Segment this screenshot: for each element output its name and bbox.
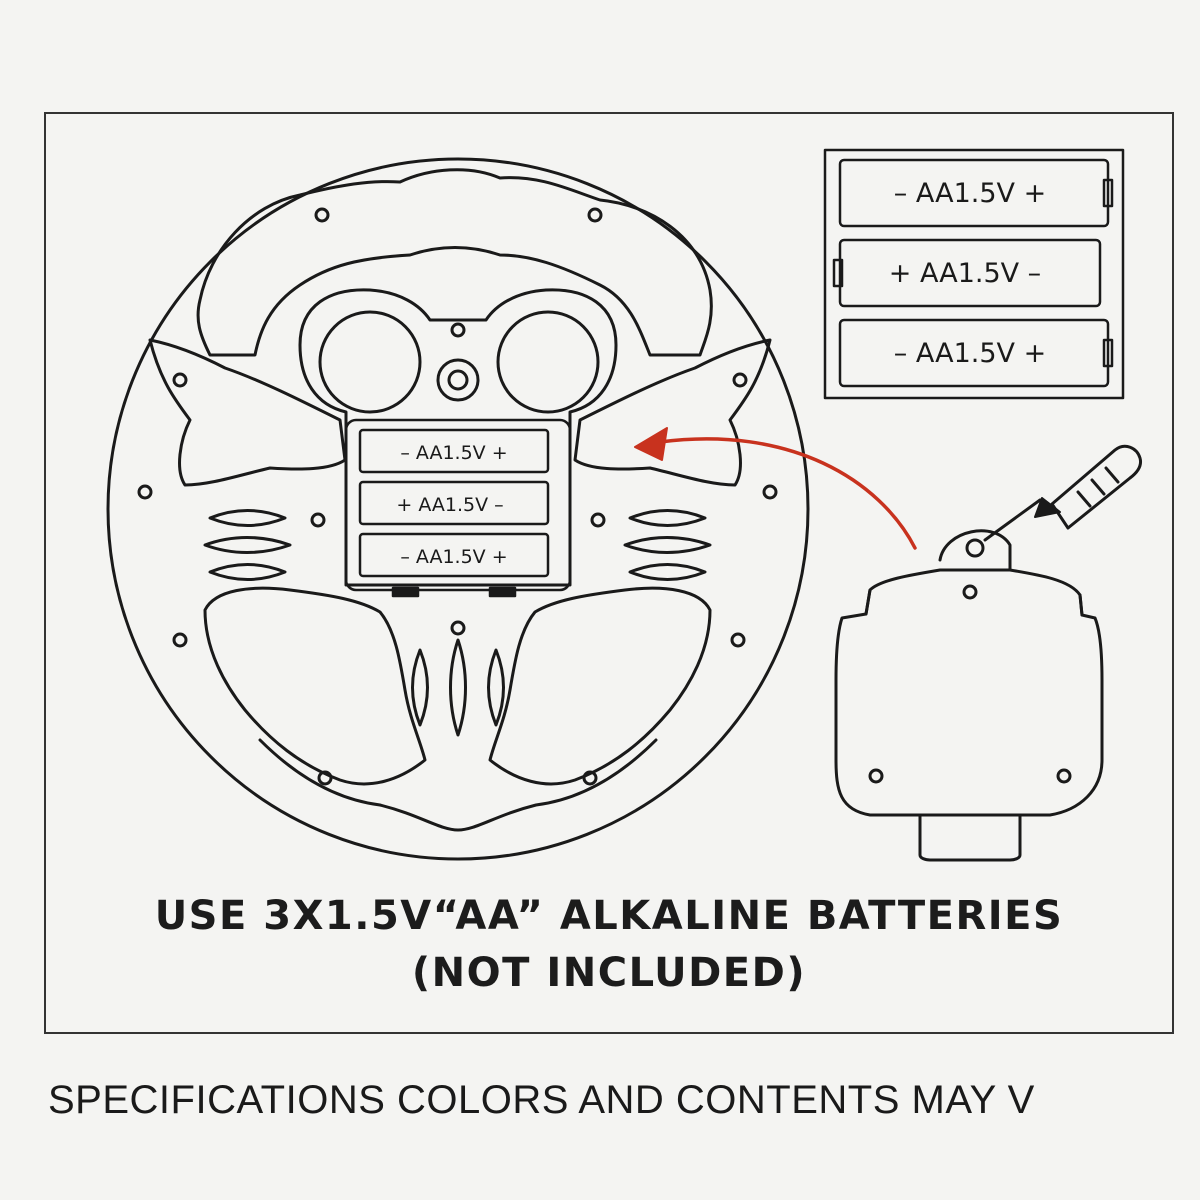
footer-disclaimer: SPECIFICATIONS COLORS AND CONTENTS MAY V — [48, 1078, 1035, 1122]
steering-wheel-icon — [106, 157, 810, 861]
wheel-battery-holder — [344, 418, 572, 598]
insert-arrow-icon — [634, 427, 917, 550]
battery-cover-icon — [834, 529, 1104, 862]
large-battery-holder — [823, 148, 1125, 400]
instruction-panel — [44, 112, 1174, 1034]
battery-instruction-note: (NOT INCLUDED) — [411, 950, 807, 996]
battery-instruction-title: USE 3X1.5V“AA” ALKALINE BATTERIES — [154, 893, 1064, 939]
wheel-battery-label-2: + AA1.5V – — [396, 494, 503, 516]
large-battery-label-3: – AA1.5V + — [894, 338, 1046, 369]
wheel-battery-label-3: – AA1.5V + — [400, 546, 507, 568]
large-battery-label-2: + AA1.5V – — [889, 258, 1041, 289]
speaker-icon — [318, 310, 600, 414]
large-battery-label-1: – AA1.5V + — [894, 178, 1046, 209]
wheel-battery-label-1: – AA1.5V + — [400, 442, 507, 464]
screwdriver-icon — [983, 444, 1142, 542]
